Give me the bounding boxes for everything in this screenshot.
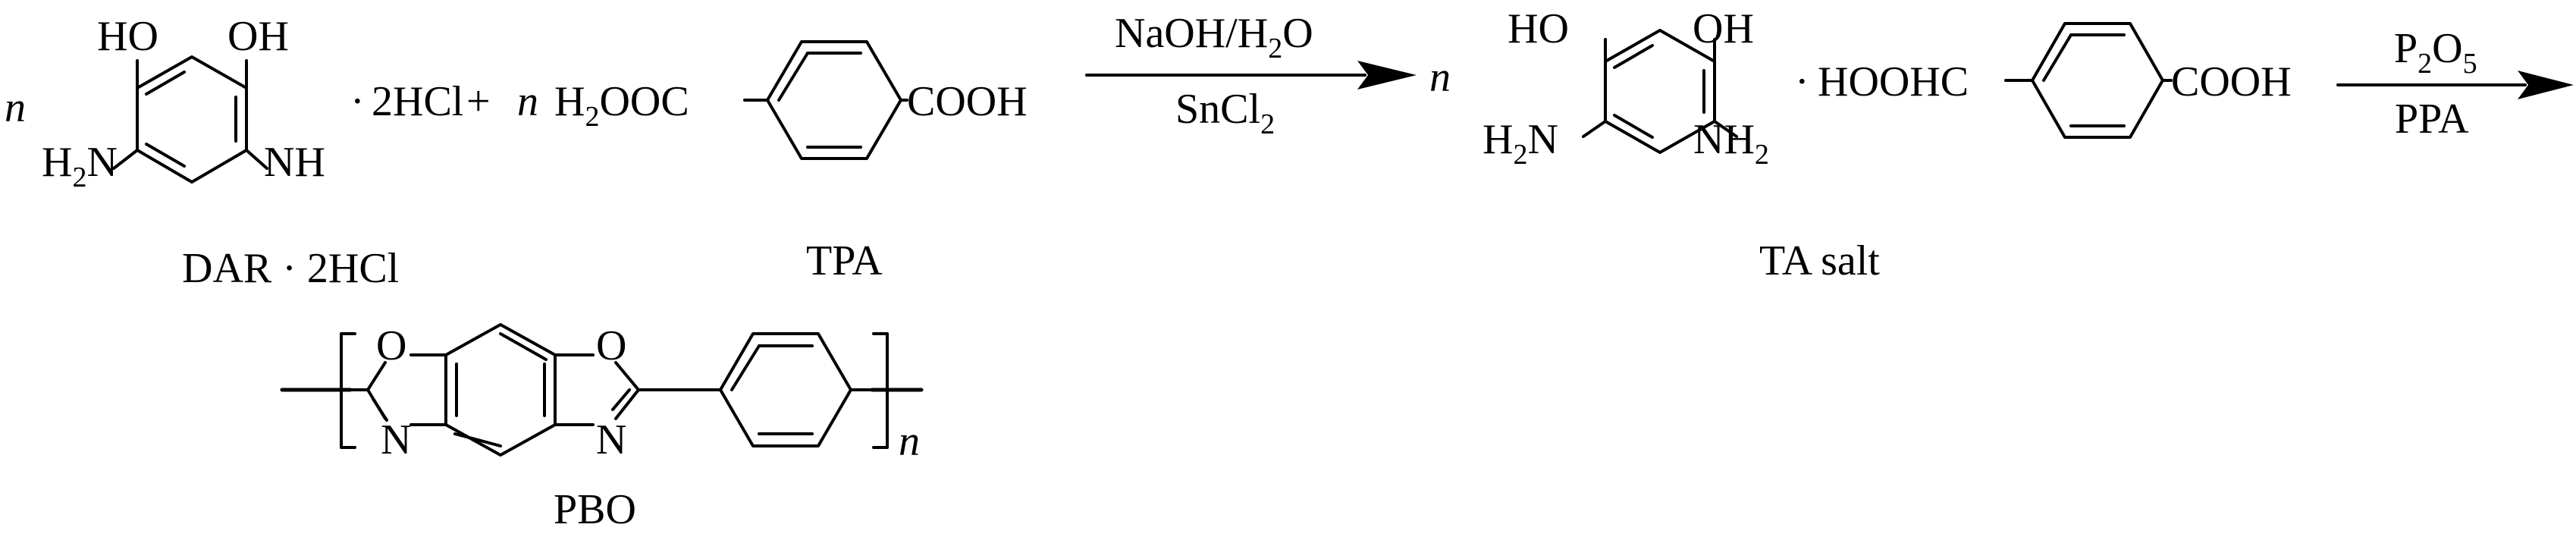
pbo-nitrogen-right: N bbox=[596, 416, 626, 463]
ta-caption: TA salt bbox=[1759, 237, 1880, 284]
pbo-repeat-unit: n bbox=[899, 418, 920, 465]
dar-hydroxyl-right: OH bbox=[227, 13, 289, 60]
dar-salt: 2HCl bbox=[372, 78, 463, 125]
step1-reagent-above: NaOH/H2O bbox=[1115, 10, 1313, 64]
pbo-oxygen-right: O bbox=[596, 322, 626, 369]
plus-sign: + bbox=[466, 78, 491, 125]
ta-acid-structure bbox=[2004, 22, 2173, 139]
dar-multiplier: n bbox=[5, 84, 26, 131]
ta-acid-left: HOOHC bbox=[1818, 58, 1969, 105]
dar-dot: · bbox=[350, 78, 365, 125]
pbo-oxygen-left: O bbox=[376, 322, 406, 369]
tpa-multiplier: n bbox=[517, 78, 538, 125]
dar-amine-right: NH bbox=[264, 139, 325, 186]
ta-amine-left: H2N bbox=[1483, 116, 1558, 171]
step1-reagent-below: SnCl2 bbox=[1175, 86, 1275, 140]
ta-dot: · bbox=[1795, 58, 1809, 105]
step2-reagent-below: PPA bbox=[2395, 96, 2469, 143]
dar-structure bbox=[112, 55, 268, 184]
ta-hydroxyl-left: HO bbox=[1508, 5, 1569, 52]
tpa-structure bbox=[743, 40, 908, 160]
ta-diamine-structure bbox=[1582, 29, 1738, 154]
pbo-nitrogen-left: N bbox=[381, 416, 411, 463]
step1-arrow bbox=[1085, 61, 1417, 89]
step2-arrow bbox=[2336, 71, 2574, 99]
tpa-left-group: H2OOC bbox=[554, 78, 689, 133]
ta-multiplier: n bbox=[1429, 54, 1451, 101]
dar-hydroxyl-left: HO bbox=[97, 13, 158, 60]
ta-amine-right: NH2 bbox=[1693, 116, 1769, 171]
dar-caption: DAR · 2HCl bbox=[182, 245, 399, 292]
tpa-right-group: COOH bbox=[907, 78, 1028, 125]
pbo-structure bbox=[280, 323, 924, 457]
ta-acid-right: COOH bbox=[2171, 58, 2292, 105]
tpa-caption: TPA bbox=[806, 237, 883, 284]
step2-reagent-above: P2O5 bbox=[2394, 25, 2477, 80]
dar-amine-left: H2N bbox=[42, 139, 118, 193]
pbo-caption: PBO bbox=[554, 486, 636, 533]
ta-hydroxyl-right: OH bbox=[1693, 5, 1754, 52]
